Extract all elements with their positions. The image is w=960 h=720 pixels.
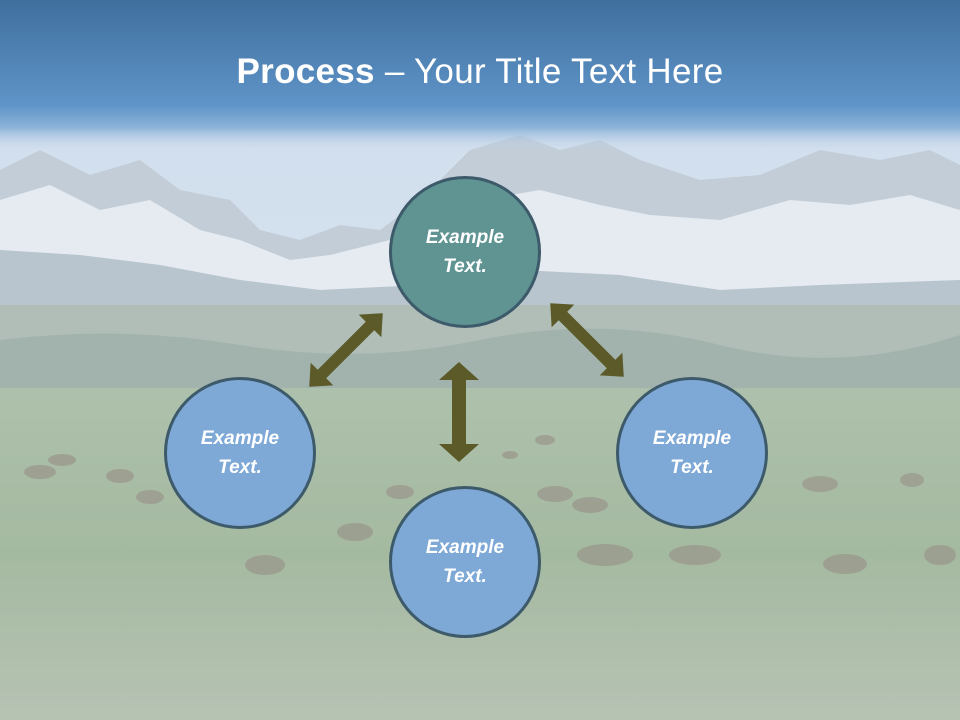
right-node-line1: Example xyxy=(652,428,732,449)
left-node-line2: Text. xyxy=(218,457,262,478)
bottom-node[interactable]: Example Text. xyxy=(389,486,541,638)
right-node-line2: Text. xyxy=(670,457,714,478)
center-node-line2: Text. xyxy=(443,256,487,277)
bottom-node-line1: Example xyxy=(425,537,505,558)
title-bar xyxy=(0,0,960,150)
right-node[interactable]: Example Text. xyxy=(616,377,768,529)
left-node-line1: Example xyxy=(200,428,280,449)
center-node-line1: Example xyxy=(425,227,505,248)
title-rest-part: – Your Title Text Here xyxy=(374,52,724,91)
title-bold-part: Process xyxy=(236,52,375,91)
slide-title: Process – Your Title Text Here xyxy=(0,52,960,92)
left-node[interactable]: Example Text. xyxy=(164,377,316,529)
center-node[interactable]: Example Text. xyxy=(389,176,541,328)
bottom-node-line2: Text. xyxy=(443,566,487,587)
